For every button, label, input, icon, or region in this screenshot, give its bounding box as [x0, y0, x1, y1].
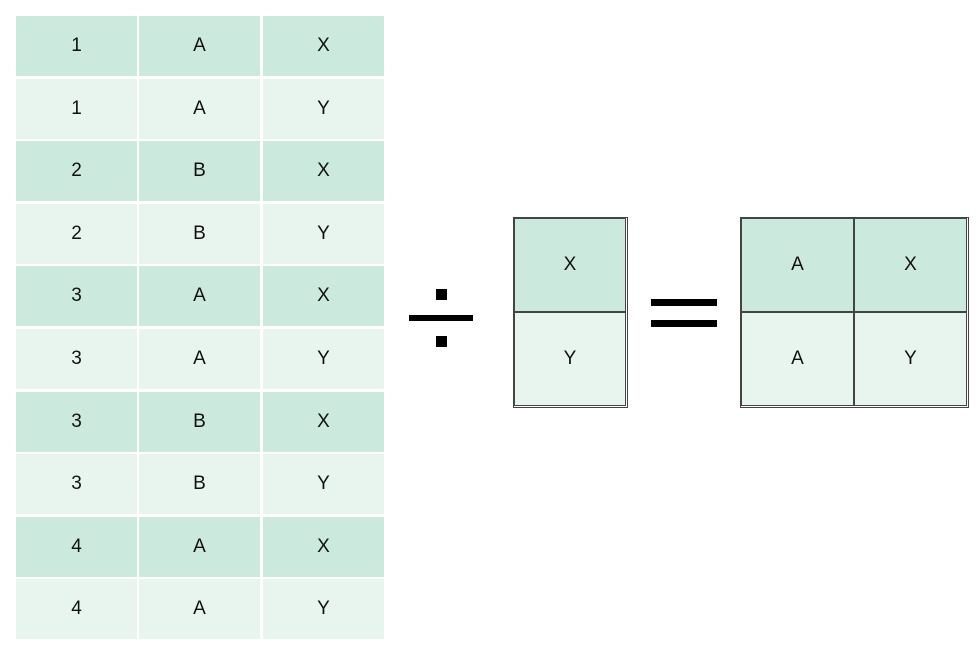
dividend-cell: B	[139, 454, 260, 514]
dividend-cell: Y	[263, 579, 384, 639]
dividend-cell: 3	[16, 392, 137, 452]
dividend-cell: B	[139, 392, 260, 452]
dividend-cell: A	[139, 79, 260, 139]
dividend-cell: A	[139, 16, 260, 76]
division-bar	[409, 315, 473, 321]
result-cell: A	[741, 218, 854, 312]
dividend-cell: A	[139, 329, 260, 389]
division-dot-top	[436, 289, 447, 300]
dividend-cell: 3	[16, 454, 137, 514]
dividend-cell: A	[139, 266, 260, 326]
division-dot-bottom	[436, 336, 447, 347]
dividend-cell: Y	[263, 454, 384, 514]
divisor-cell: Y	[514, 312, 626, 406]
dividend-cell: 2	[16, 141, 137, 201]
dividend-cell: 1	[16, 79, 137, 139]
result-cell: X	[854, 218, 967, 312]
dividend-cell: 4	[16, 517, 137, 577]
result-cell: Y	[854, 312, 967, 406]
dividend-cell: X	[263, 517, 384, 577]
dividend-cell: 3	[16, 329, 137, 389]
dividend-cell: X	[263, 266, 384, 326]
dividend-cell: 1	[16, 16, 137, 76]
dividend-cell: 2	[16, 204, 137, 264]
dividend-cell: A	[139, 579, 260, 639]
dividend-cell: X	[263, 16, 384, 76]
dividend-cell: Y	[263, 79, 384, 139]
dividend-cell: X	[263, 141, 384, 201]
result-cell: A	[741, 312, 854, 406]
dividend-cell: B	[139, 141, 260, 201]
dividend-cell: 3	[16, 266, 137, 326]
equals-bar-bottom	[651, 320, 717, 327]
divisor-cell: X	[514, 218, 626, 312]
dividend-cell: A	[139, 517, 260, 577]
dividend-cell: B	[139, 204, 260, 264]
dividend-cell: 4	[16, 579, 137, 639]
equals-bar-top	[651, 299, 717, 306]
dividend-cell: Y	[263, 204, 384, 264]
dividend-cell: Y	[263, 329, 384, 389]
dividend-cell: X	[263, 392, 384, 452]
